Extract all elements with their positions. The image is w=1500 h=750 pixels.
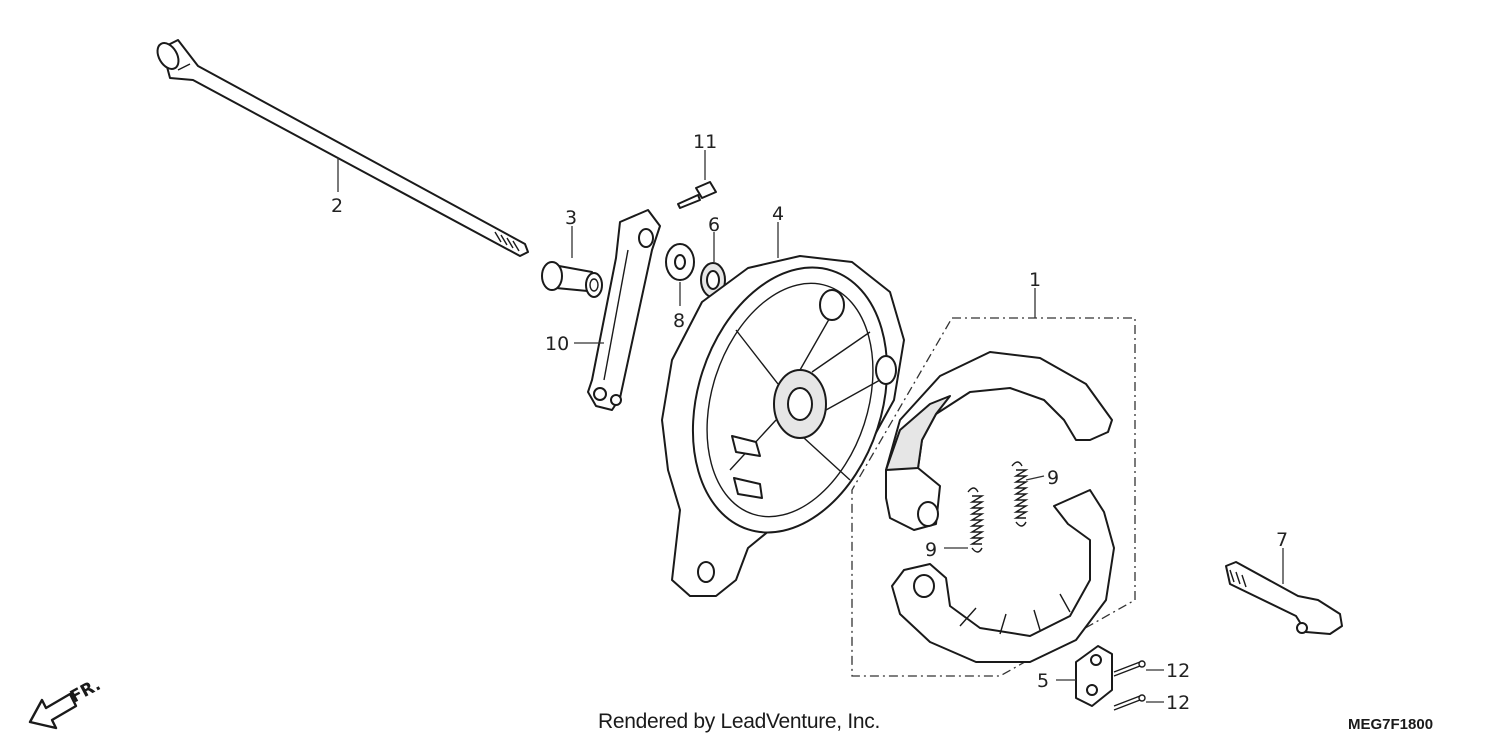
callout-12-lower: 12 [1166,692,1190,714]
callout-11: 11 [693,131,717,153]
collar-part [541,261,603,298]
parts-diagram: 1 2 3 4 5 6 7 8 9 9 10 11 12 12 FR. [28,39,1343,730]
callout-6: 6 [708,214,720,236]
diagram-code: MEG7F1800 [1348,716,1434,733]
cotter-pin-lower-part [1113,694,1146,711]
brake-cam-part [1225,561,1343,635]
callout-5: 5 [1037,670,1049,692]
bolt-part [677,181,717,209]
plate-part [1075,645,1113,707]
axle-part [156,39,529,257]
spring-right-part [1011,461,1029,527]
callout-3: 3 [565,207,577,229]
callout-8: 8 [673,310,685,332]
callout-10: 10 [545,333,569,355]
lower-shoe-part [891,489,1115,663]
shoe-set-bracket [851,317,1136,677]
callout-4: 4 [772,203,784,225]
stopper-arm-part [587,209,661,411]
brake-panel-part [661,255,905,597]
upper-shoe-part [885,351,1113,531]
front-direction-arrow-icon [28,692,78,730]
render-credit: Rendered by LeadVenture, Inc. [598,710,881,733]
callout-12-upper: 12 [1166,660,1190,682]
washer-part [665,243,695,281]
callout-7: 7 [1276,529,1288,551]
cotter-pin-upper-part [1113,660,1146,677]
callout-1: 1 [1029,269,1041,291]
callout-9-upper: 9 [1047,467,1059,489]
callout-2: 2 [331,195,343,217]
callout-9-lower: 9 [925,539,937,561]
spring-left-part [967,487,985,553]
